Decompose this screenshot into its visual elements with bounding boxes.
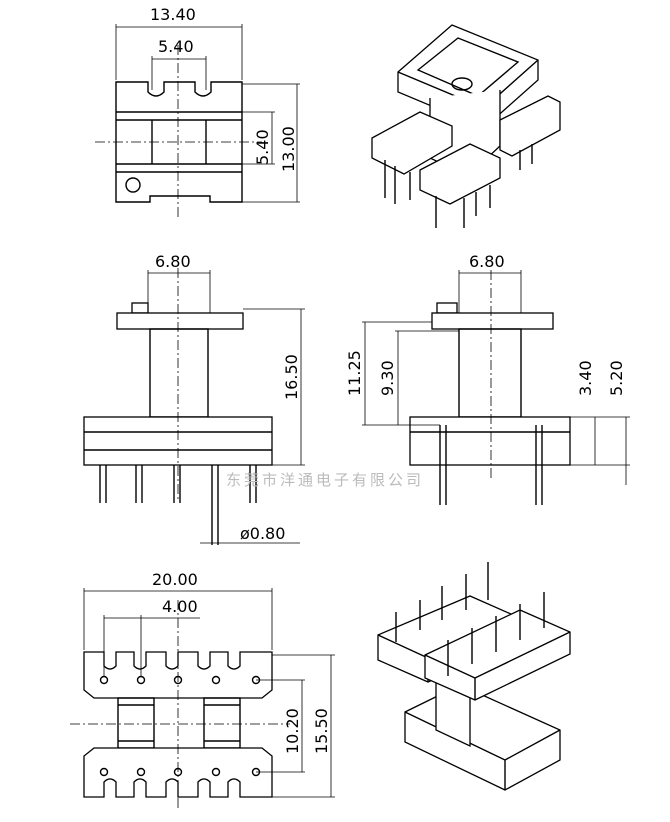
isometric-view-bottom (377, 562, 571, 791)
dim-height-overall: 16.50 (282, 354, 301, 400)
dim-height-b: 9.30 (378, 360, 397, 396)
dim-width-overall: 13.40 (150, 5, 196, 24)
watermark: 东莞市洋通电子有限公司 (226, 471, 424, 489)
dim-core-width: 6.80 (155, 252, 191, 271)
dim-height-c: 3.40 (576, 360, 595, 396)
dim-window-height: 5.40 (253, 129, 272, 165)
dim-height-overall: 15.50 (312, 708, 331, 754)
bottom-view: 20.00 4.00 10.20 15.50 (70, 570, 335, 810)
dim-core-width: 6.80 (469, 252, 505, 271)
dim-pin-diameter: ø0.80 (240, 524, 285, 543)
dim-slot-width: 5.40 (158, 37, 194, 56)
dim-height-overall: 13.00 (279, 126, 298, 172)
isometric-view-top (371, 24, 561, 228)
dim-pin-pitch: 4.00 (162, 597, 198, 616)
side-view-right: 6.80 11.25 9.30 3.40 5.20 (345, 252, 630, 505)
side-view-left: 6.80 16.50 ø0.80 (83, 252, 305, 545)
dim-inner-height: 10.20 (283, 708, 302, 754)
dim-width-overall: 20.00 (152, 570, 198, 589)
dim-height-d: 5.20 (607, 360, 626, 396)
top-view: 13.40 5.40 5.40 13.00 (95, 5, 300, 220)
dim-height-a: 11.25 (345, 350, 364, 396)
